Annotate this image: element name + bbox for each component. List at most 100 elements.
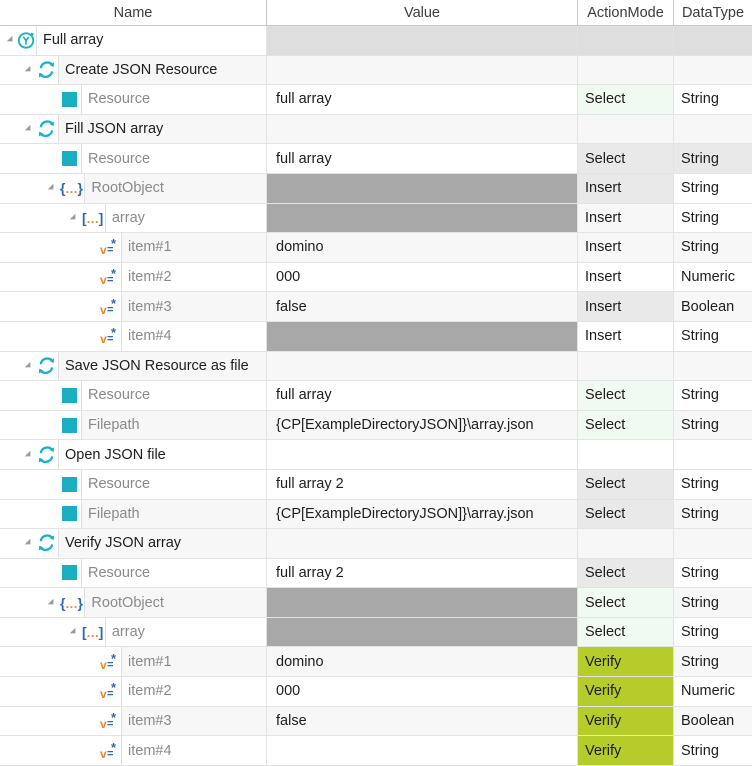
cell-name[interactable]: v=* item#3 xyxy=(0,292,267,321)
column-header-datatype[interactable]: DataType xyxy=(681,4,745,21)
table-row[interactable]: Save JSON Resource as file xyxy=(0,351,752,382)
cell-value[interactable]: false xyxy=(267,292,578,321)
table-row[interactable]: Full array xyxy=(0,26,752,56)
table-row[interactable]: v=* item#2 000 Insert Numeric xyxy=(0,262,752,293)
cell-value[interactable] xyxy=(267,203,578,233)
table-row[interactable]: Resource full array 2 Select String xyxy=(0,469,752,500)
cell-datatype[interactable]: String xyxy=(674,499,752,529)
cell-actionmode[interactable]: Insert xyxy=(578,292,674,321)
row-expander-toggle[interactable] xyxy=(45,174,58,203)
cell-name[interactable]: Open JSON file xyxy=(0,440,267,469)
cell-name[interactable]: {…} RootObject xyxy=(0,173,267,203)
cell-name[interactable]: Resource xyxy=(0,381,267,410)
table-row[interactable]: Open JSON file xyxy=(0,440,752,470)
cell-actionmode[interactable]: Insert xyxy=(578,262,674,292)
cell-value[interactable] xyxy=(267,26,578,55)
cell-actionmode[interactable]: Select xyxy=(578,381,674,410)
row-expander-toggle[interactable] xyxy=(4,26,17,55)
cell-value[interactable]: {CP[ExampleDirectoryJSON]}\array.json xyxy=(267,499,578,529)
cell-datatype[interactable]: String xyxy=(674,203,752,233)
table-row[interactable]: Filepath {CP[ExampleDirectoryJSON]}\arra… xyxy=(0,499,752,530)
row-expander-toggle[interactable] xyxy=(22,115,35,144)
cell-datatype[interactable]: String xyxy=(674,647,752,677)
table-row[interactable]: v=* item#2 000 Verify Numeric xyxy=(0,677,752,707)
cell-actionmode[interactable]: Insert xyxy=(578,203,674,233)
cell-datatype[interactable]: Boolean xyxy=(674,292,752,321)
cell-value[interactable]: full array 2 xyxy=(267,558,578,588)
cell-value[interactable] xyxy=(267,55,578,85)
cell-name[interactable]: v=* item#1 xyxy=(0,647,267,677)
table-row[interactable]: Create JSON Resource xyxy=(0,55,752,86)
table-row[interactable]: Resource full array Select String xyxy=(0,85,752,115)
cell-value[interactable]: domino xyxy=(267,233,578,262)
cell-name[interactable]: Resource xyxy=(0,469,267,499)
cell-value[interactable]: domino xyxy=(267,647,578,677)
table-row[interactable]: {…} RootObject Select String xyxy=(0,588,752,618)
cell-value[interactable] xyxy=(267,114,578,144)
cell-datatype[interactable] xyxy=(674,440,752,469)
cell-actionmode[interactable]: Select xyxy=(578,469,674,499)
cell-datatype[interactable]: String xyxy=(674,233,752,262)
cell-name[interactable]: v=* item#3 xyxy=(0,706,267,736)
cell-datatype[interactable] xyxy=(674,26,752,55)
cell-name[interactable]: […] array xyxy=(0,203,267,233)
table-row[interactable]: […] array Select String xyxy=(0,617,752,648)
cell-actionmode[interactable]: Verify xyxy=(578,706,674,736)
row-expander-toggle[interactable] xyxy=(22,56,35,85)
cell-datatype[interactable]: String xyxy=(674,144,752,173)
cell-datatype[interactable]: String xyxy=(674,410,752,440)
cell-value[interactable]: false xyxy=(267,706,578,736)
column-header-actionmode[interactable]: ActionMode xyxy=(578,0,674,25)
column-header-value[interactable]: Value xyxy=(267,0,578,25)
cell-actionmode[interactable]: Select xyxy=(578,558,674,588)
cell-actionmode[interactable]: Select xyxy=(578,617,674,647)
cell-datatype[interactable]: String xyxy=(674,469,752,499)
cell-value[interactable] xyxy=(267,529,578,558)
cell-value[interactable] xyxy=(267,588,578,617)
cell-actionmode[interactable]: Select xyxy=(578,410,674,440)
cell-name[interactable]: Resource xyxy=(0,85,267,114)
cell-actionmode[interactable]: Select xyxy=(578,588,674,617)
cell-value[interactable] xyxy=(267,736,578,765)
cell-actionmode[interactable] xyxy=(578,351,674,381)
cell-actionmode[interactable]: Insert xyxy=(578,173,674,203)
cell-value[interactable] xyxy=(267,173,578,203)
row-expander-toggle[interactable] xyxy=(22,352,35,381)
column-header-name[interactable]: Name xyxy=(0,0,267,25)
cell-value[interactable]: full array xyxy=(267,85,578,114)
row-expander-toggle[interactable] xyxy=(45,588,58,617)
cell-name[interactable]: Filepath xyxy=(0,410,267,440)
cell-datatype[interactable] xyxy=(674,351,752,381)
cell-actionmode[interactable]: Verify xyxy=(578,647,674,677)
cell-name[interactable]: v=* item#4 xyxy=(0,736,267,765)
cell-name[interactable]: Filepath xyxy=(0,499,267,529)
cell-value[interactable]: full array 2 xyxy=(267,469,578,499)
cell-value[interactable]: {CP[ExampleDirectoryJSON]}\array.json xyxy=(267,410,578,440)
row-expander-toggle[interactable] xyxy=(22,440,35,469)
table-row[interactable]: v=* item#1 domino Insert String xyxy=(0,233,752,263)
cell-datatype[interactable]: String xyxy=(674,588,752,617)
cell-name[interactable]: Verify JSON array xyxy=(0,529,267,558)
cell-value[interactable]: full array xyxy=(267,381,578,410)
cell-value[interactable]: 000 xyxy=(267,262,578,292)
cell-name[interactable]: v=* item#2 xyxy=(0,677,267,706)
cell-datatype[interactable]: String xyxy=(674,173,752,203)
cell-name[interactable]: v=* item#2 xyxy=(0,262,267,292)
table-row[interactable]: {…} RootObject Insert String xyxy=(0,173,752,204)
cell-name[interactable]: v=* item#1 xyxy=(0,233,267,262)
cell-actionmode[interactable] xyxy=(578,440,674,469)
cell-datatype[interactable]: String xyxy=(674,321,752,351)
cell-datatype[interactable]: Numeric xyxy=(674,677,752,706)
cell-name[interactable]: Resource xyxy=(0,144,267,173)
cell-actionmode[interactable]: Select xyxy=(578,144,674,173)
cell-name[interactable]: […] array xyxy=(0,617,267,647)
cell-datatype[interactable]: String xyxy=(674,558,752,588)
cell-actionmode[interactable]: Select xyxy=(578,85,674,114)
row-expander-toggle[interactable] xyxy=(22,529,35,558)
cell-value[interactable] xyxy=(267,440,578,469)
cell-datatype[interactable]: String xyxy=(674,381,752,410)
cell-datatype[interactable]: String xyxy=(674,85,752,114)
cell-datatype[interactable]: String xyxy=(674,736,752,765)
table-row[interactable]: v=* item#3 false Verify Boolean xyxy=(0,706,752,737)
cell-datatype[interactable]: Boolean xyxy=(674,706,752,736)
